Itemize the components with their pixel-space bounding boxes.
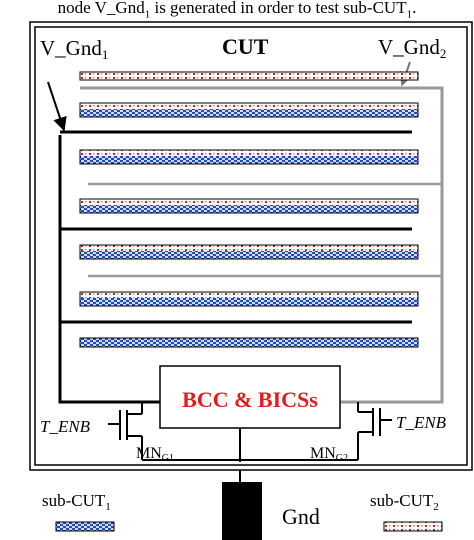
subcut-bar <box>79 291 419 307</box>
t-enb-left-label: T_ENB <box>40 417 91 436</box>
subcut-bars <box>79 71 419 348</box>
subcut-bar-outline <box>79 149 419 165</box>
subcut-bar-segment <box>80 251 418 259</box>
legend-subcut2: sub-CUT2 <box>370 491 443 532</box>
subcut-bar <box>79 198 419 214</box>
subcut-bar-segment <box>80 103 418 109</box>
subcut-bar-outline <box>79 244 419 260</box>
subcut-bar-segment <box>80 292 418 298</box>
vgnd1-bus <box>58 135 160 404</box>
cut-inner-frame <box>34 26 468 466</box>
subcut-bar-outline <box>79 71 419 81</box>
legend-subcut2-label: sub-CUT2 <box>370 491 439 513</box>
legend-subcut2-swatch <box>383 521 443 532</box>
subcut-bar-outline <box>79 102 419 118</box>
mng1-label: MNG1 <box>136 445 174 464</box>
subcut-bar-outline <box>79 337 419 348</box>
t-enb-right-label: T_ENB <box>396 413 447 432</box>
subcut-bar-outline <box>79 198 419 214</box>
gnd-pad <box>222 482 262 540</box>
subcut-bar <box>79 337 419 348</box>
transistor-mng1 <box>108 402 240 461</box>
subcut-bar-segment <box>80 150 418 156</box>
transistor-mng2 <box>240 402 392 461</box>
mng2-label: MNG2 <box>310 445 348 464</box>
cut-title: CUT <box>222 34 269 59</box>
legend-subcut1: sub-CUT1 <box>42 491 115 532</box>
bcc-bics-box <box>159 365 341 429</box>
legend-subcut1-swatch <box>55 521 115 532</box>
subcut-bar-segment <box>80 338 418 347</box>
subcut-bar <box>79 102 419 118</box>
vgnd2-label: V_Gnd2 <box>378 35 446 61</box>
gnd-label: Gnd <box>282 504 320 529</box>
subcut-bar <box>79 149 419 165</box>
legend-subcut1-label: sub-CUT1 <box>42 491 111 513</box>
subcut-bar-segment <box>80 109 418 117</box>
bcc-bics-label: BCC & BICSs <box>182 387 318 412</box>
ground-rails <box>60 86 442 324</box>
subcut-bar <box>79 244 419 260</box>
subcut-bar-segment <box>80 298 418 306</box>
subcut-bar-segment <box>80 199 418 205</box>
subcut-bar <box>79 71 419 81</box>
vgnd1-label: V_Gnd1 <box>40 36 108 62</box>
figure-caption: node V_Gnd1 is generated in order to tes… <box>57 0 417 21</box>
subcut-bar-segment <box>80 245 418 251</box>
subcut-bar-segment <box>80 205 418 213</box>
cut-outer-frame <box>29 21 473 471</box>
vgnd1-arrow <box>47 81 67 132</box>
subcut-bar-segment <box>80 72 418 80</box>
subcut-bar-outline <box>79 291 419 307</box>
subcut-bar-segment <box>80 156 418 164</box>
